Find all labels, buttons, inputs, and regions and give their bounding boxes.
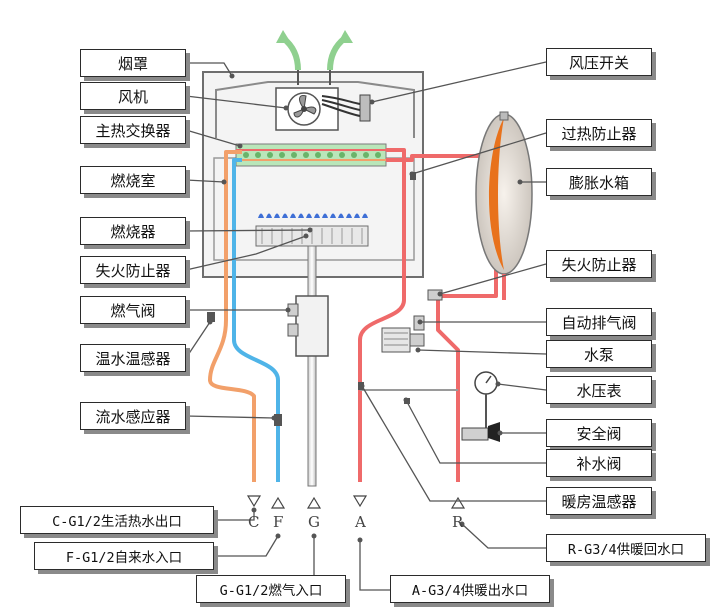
port-letter-r: R <box>452 513 464 531</box>
heating-return-pipe <box>386 154 498 482</box>
heating-flow-pipe <box>358 148 406 482</box>
hot-water-pipe <box>208 150 256 482</box>
port-letter-c: C <box>248 513 260 531</box>
port-letter-a: A <box>355 513 366 531</box>
label-main-heat-exchanger: 主热交换器 <box>80 116 186 144</box>
label-safety-valve: 安全阀 <box>546 419 652 447</box>
water-pump-icon <box>381 327 425 353</box>
air-pressure-switch-icon <box>321 94 371 122</box>
label-auto-air-vent: 自动排气阀 <box>546 308 652 336</box>
heat-exchanger-icon <box>235 143 387 167</box>
label-fan: 风机 <box>80 82 186 110</box>
cold-water-pipe <box>232 158 280 482</box>
label-overheat-protector: 过热防止器 <box>546 119 652 147</box>
label-port-g: G-G1/2燃气入口 <box>196 575 346 603</box>
exhaust-arrows <box>276 30 353 85</box>
label-port-f: F-G1/2自来水入口 <box>34 542 214 570</box>
label-heating-temp-sensor: 暖房温感器 <box>546 487 652 515</box>
label-port-c: C-G1/2生活热水出口 <box>20 506 214 534</box>
label-hot-water-temp-sensor: 温水温感器 <box>80 344 186 372</box>
label-port-r: R-G3/4供暖回水口 <box>546 534 706 562</box>
label-air-pressure-switch: 风压开关 <box>546 48 652 76</box>
label-expansion-tank: 膨胀水箱 <box>546 168 652 196</box>
label-gas-valve: 燃气阀 <box>80 296 186 324</box>
port-letter-g: G <box>308 513 320 531</box>
gas-pipe <box>307 245 317 487</box>
label-combustion-chamber: 燃烧室 <box>80 166 186 194</box>
label-burner: 燃烧器 <box>80 217 186 245</box>
port-markers <box>246 495 466 509</box>
pressure-gauge-icon <box>474 371 498 428</box>
safety-valve-icon <box>461 422 500 442</box>
label-refill-valve: 补水阀 <box>546 449 652 477</box>
leader-lines <box>185 61 547 591</box>
leader-dots <box>207 73 523 543</box>
expansion-tank-icon <box>475 111 533 300</box>
gas-valve-icon <box>287 295 329 357</box>
label-port-a: A-G3/4供暖出水口 <box>390 575 550 603</box>
label-flame-failure-right: 失火防止器 <box>546 250 652 278</box>
flue-hood <box>215 81 415 138</box>
burner-flames <box>258 213 368 218</box>
label-water-flow-sensor: 流水感应器 <box>80 402 186 430</box>
label-water-pump: 水泵 <box>546 340 652 368</box>
label-flue-hood: 烟罩 <box>80 49 186 77</box>
label-pressure-gauge: 水压表 <box>546 376 652 404</box>
port-letter-f: F <box>273 513 284 531</box>
label-flame-failure-left: 失火防止器 <box>80 256 186 284</box>
